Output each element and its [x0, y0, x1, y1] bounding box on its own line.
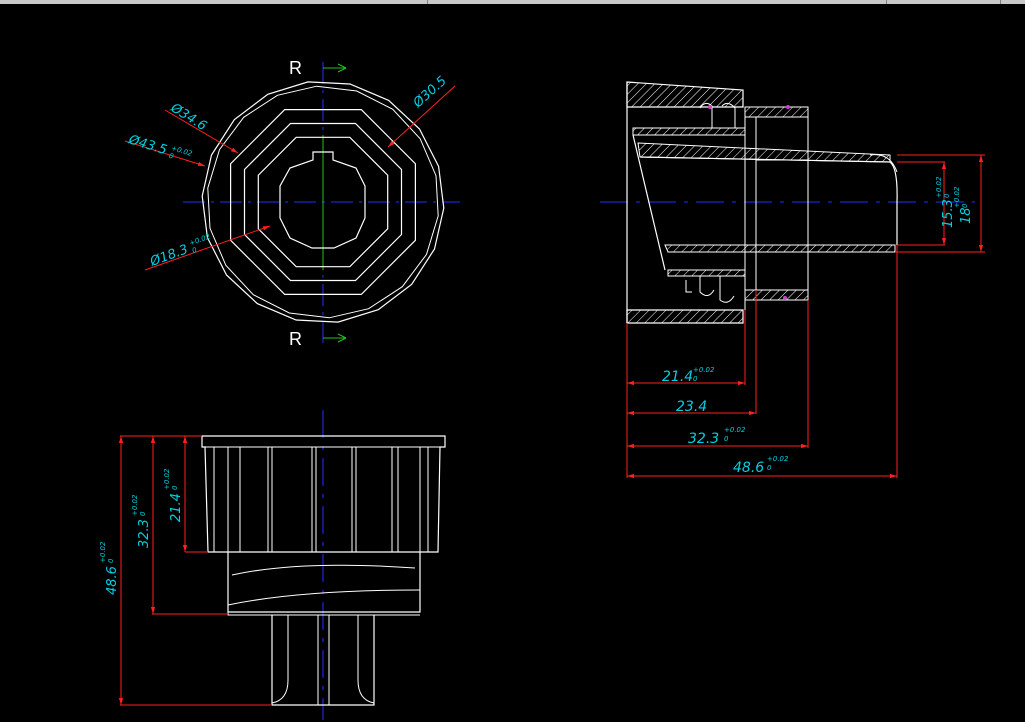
marker-point: [708, 105, 712, 109]
svg-text:21.4: 21.4: [169, 493, 184, 522]
taper-line: [632, 134, 666, 271]
svg-text:0: 0: [724, 435, 729, 443]
stem-fillets: [271, 615, 375, 704]
title-bar-divider: [427, 0, 428, 4]
svg-text:+0.02: +0.02: [131, 494, 139, 516]
svg-text:+0.02: +0.02: [163, 468, 171, 490]
svg-text:+0.02: +0.02: [724, 426, 746, 434]
leader-d-bore: [144, 225, 271, 271]
svg-text:+0.02: +0.02: [767, 455, 789, 463]
svg-text:32.3: 32.3: [688, 431, 719, 447]
ring-2: [243, 122, 403, 282]
extension-lines: [626, 245, 898, 478]
section-label-bottom: R: [289, 329, 302, 349]
svg-text:+0.02: +0.02: [188, 232, 211, 247]
hatch-flange-top: [744, 106, 809, 118]
svg-text:Ø43.5: Ø43.5: [126, 132, 169, 158]
title-bar-divider: [1000, 0, 1001, 4]
knurl-ribs: [213, 447, 429, 552]
section-label-top: R: [289, 58, 302, 78]
outer-knurl-profile-inner: [207, 85, 439, 319]
collar-base: [227, 612, 420, 616]
tube-end-profile: [639, 156, 898, 245]
marker-point: [783, 296, 787, 300]
label-d-b: 18 +0.02 0: [953, 186, 974, 224]
clip-bottom: [699, 276, 735, 303]
svg-text:0: 0: [943, 193, 951, 198]
hatch-sleeve-top: [632, 127, 746, 136]
elevation-extension-lines: [120, 435, 272, 706]
front-view: R R Ø43.5 +0.02 0 Ø34.6 Ø30.5 Ø18.3 +0.0…: [124, 58, 460, 349]
clip-tab: [685, 280, 692, 293]
svg-text:Ø34.6: Ø34.6: [167, 100, 209, 134]
tube-end-fillet: [869, 154, 898, 173]
svg-text:32.3: 32.3: [137, 519, 152, 548]
title-bar: [0, 0, 1025, 4]
svg-text:15.3: 15.3: [941, 199, 956, 228]
collar-outline: [227, 552, 421, 613]
leader-d-outer: [124, 140, 206, 167]
svg-text:0: 0: [767, 464, 772, 472]
svg-text:48.6: 48.6: [733, 460, 764, 476]
side-section-view: 21.4 +0.02 0 23.4 32.3 +0.02 0 48.6 +0.0…: [600, 81, 985, 479]
svg-text:Ø30.5: Ø30.5: [410, 74, 450, 112]
clip-top: [699, 102, 736, 128]
svg-text:+0.02: +0.02: [953, 186, 961, 208]
label-h-3: 48.6 +0.02 0: [99, 541, 120, 595]
label-d-inner: Ø30.5: [410, 74, 450, 112]
label-h-1: 21.4 +0.02 0: [163, 468, 184, 522]
label-d-outer: Ø43.5 +0.02 0: [126, 132, 194, 161]
svg-text:0: 0: [961, 203, 969, 208]
label-len-2: 23.4: [676, 399, 707, 415]
stem-outline: [271, 615, 375, 706]
ring-3: [257, 136, 389, 268]
hatch-sleeve-bottom: [667, 269, 746, 277]
leader-d-inner: [387, 85, 456, 148]
title-bar-divider: [886, 0, 887, 4]
label-d-mid: Ø34.6: [167, 100, 209, 134]
svg-text:0: 0: [168, 152, 175, 161]
label-d-a: 15.3 +0.02 0: [935, 176, 956, 228]
svg-text:+0.02: +0.02: [693, 366, 715, 374]
svg-text:Ø18.3: Ø18.3: [147, 242, 190, 270]
svg-text:0: 0: [107, 558, 115, 563]
label-d-bore: Ø18.3 +0.02 0: [147, 232, 211, 270]
svg-text:18: 18: [959, 207, 974, 224]
extension-lines-right: [895, 154, 985, 253]
label-h-2: 32.3 +0.02 0: [131, 494, 152, 548]
svg-text:48.6: 48.6: [105, 566, 120, 595]
svg-text:+0.02: +0.02: [935, 176, 943, 198]
section-arrowhead-top: [337, 63, 347, 73]
outer-knurl-profile: [201, 81, 445, 323]
hatch-shell-bottom: [626, 309, 744, 324]
collar-thread: [227, 564, 421, 606]
svg-text:21.4: 21.4: [662, 369, 693, 385]
label-len-3: 32.3 +0.02 0: [688, 426, 746, 447]
marker-point: [786, 105, 790, 109]
svg-text:0: 0: [139, 511, 147, 516]
body-edges: [626, 107, 809, 310]
stem-center-slot: [317, 615, 330, 705]
ring-1: [230, 108, 416, 295]
svg-text:+0.02: +0.02: [99, 541, 107, 563]
hatch-tube-bottom: [664, 244, 896, 253]
bottom-elevation-view: 21.4 +0.02 0 32.3 +0.02 0 48.6 +0.02 0: [99, 410, 446, 720]
bore-with-keyway: [279, 151, 366, 249]
svg-text:0: 0: [171, 485, 179, 490]
label-len-4: 48.6 +0.02 0: [733, 455, 789, 476]
hatch-flange-bottom: [744, 289, 809, 301]
svg-text:0: 0: [191, 246, 198, 255]
section-arrowhead-bottom: [337, 333, 347, 343]
tube-inner-lines: [756, 159, 808, 246]
svg-text:0: 0: [693, 375, 698, 383]
leader-d-mid: [164, 109, 239, 154]
label-len-1: 21.4 +0.02 0: [662, 366, 715, 385]
